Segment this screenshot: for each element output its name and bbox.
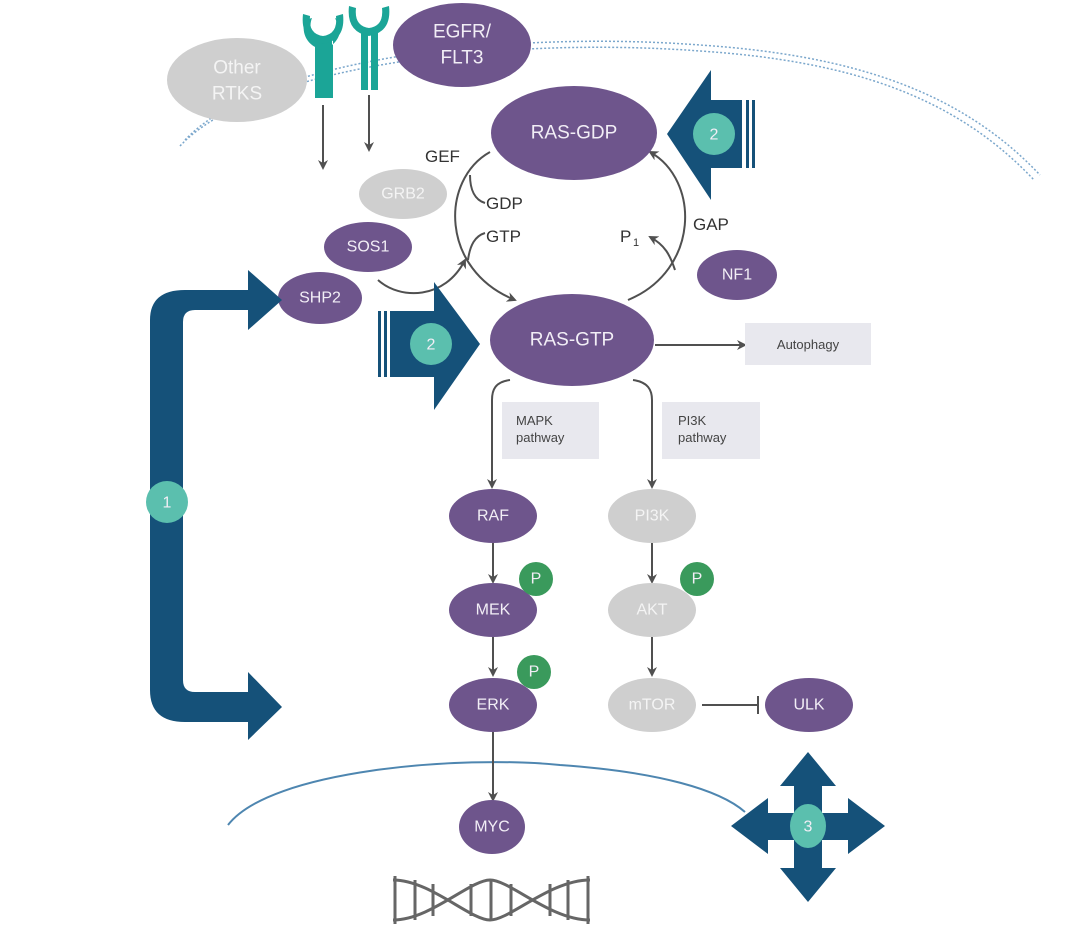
node-other-rtks-label-2: RTKS xyxy=(212,84,262,105)
node-myc: MYC xyxy=(459,800,525,854)
node-other-rtks: Other RTKS xyxy=(167,38,307,122)
phospho-badge-akt: P xyxy=(680,562,714,596)
node-sos1: SOS1 xyxy=(324,222,412,272)
phospho-badge-label: P xyxy=(529,664,540,681)
box-mapk-label-2: pathway xyxy=(516,430,565,445)
node-mtor-label: mTOR xyxy=(629,697,676,714)
ras-cycle-arrows xyxy=(377,151,687,302)
nuclear-membrane xyxy=(227,761,746,826)
box-mapk-label-1: MAPK xyxy=(516,413,553,428)
cell-membrane xyxy=(179,40,1041,181)
box-pi3k-pathway: PI3K pathway xyxy=(662,402,760,459)
node-nf1-label: NF1 xyxy=(722,267,752,284)
box-mapk-pathway: MAPK pathway xyxy=(502,402,599,459)
label-gdp: GDP xyxy=(486,194,523,213)
node-nf1: NF1 xyxy=(697,250,777,300)
node-mtor: mTOR xyxy=(608,678,696,732)
label-gef: GEF xyxy=(425,147,460,166)
node-ras-gdp: RAS-GDP xyxy=(491,86,657,180)
phospho-badge-erk: P xyxy=(517,655,551,689)
receptor-icon xyxy=(302,14,344,98)
node-shp2: SHP2 xyxy=(278,272,362,324)
badge-2-mid-label: 2 xyxy=(427,337,436,354)
node-erk: ERK xyxy=(449,678,537,732)
node-mek-label: MEK xyxy=(476,602,511,619)
node-raf: RAF xyxy=(449,489,537,543)
receptor-icon xyxy=(348,6,390,90)
label-gap: GAP xyxy=(693,215,729,234)
node-akt: AKT xyxy=(608,583,696,637)
node-ulk-label: ULK xyxy=(793,697,824,714)
box-autophagy-label: Autophagy xyxy=(777,337,840,352)
dna-icon xyxy=(392,876,591,924)
node-ras-gtp: RAS-GTP xyxy=(490,294,654,386)
box-pi3k-label-1: PI3K xyxy=(678,413,707,428)
badge-1-label: 1 xyxy=(163,495,172,512)
node-erk-label: ERK xyxy=(477,697,510,714)
node-sos1-label: SOS1 xyxy=(347,239,390,256)
node-ras-gtp-label: RAS-GTP xyxy=(530,330,614,351)
label-pi: P xyxy=(620,227,631,246)
node-ulk: ULK xyxy=(765,678,853,732)
node-raf-label: RAF xyxy=(477,508,509,525)
badge-3-label: 3 xyxy=(804,819,813,836)
badge-2-mid: 2 xyxy=(410,323,452,365)
node-egfr-label-1: EGFR/ xyxy=(433,22,492,43)
node-grb2-label: GRB2 xyxy=(381,186,425,203)
node-egfr-label-2: FLT3 xyxy=(441,48,484,69)
phospho-badge-label: P xyxy=(531,571,542,588)
node-mek: MEK xyxy=(449,583,537,637)
box-pi3k-label-2: pathway xyxy=(678,430,727,445)
node-shp2-label: SHP2 xyxy=(299,290,341,307)
node-myc-label: MYC xyxy=(474,819,510,836)
node-egfr-flt3: EGFR/ FLT3 xyxy=(393,3,531,87)
node-pi3k: PI3K xyxy=(608,489,696,543)
badge-2-top: 2 xyxy=(693,113,735,155)
phospho-badge-mek: P xyxy=(519,562,553,596)
node-other-rtks-label-1: Other xyxy=(213,58,261,79)
badge-1: 1 xyxy=(146,481,188,523)
label-pi-subscript: 1 xyxy=(633,237,639,249)
node-grb2: GRB2 xyxy=(359,169,447,219)
inhibition-arrow xyxy=(702,696,759,714)
box-autophagy: Autophagy xyxy=(745,323,871,365)
phospho-badge-label: P xyxy=(692,571,703,588)
label-gtp: GTP xyxy=(486,227,521,246)
badge-2-top-label: 2 xyxy=(710,127,719,144)
node-pi3k-label: PI3K xyxy=(635,508,670,525)
feedback-arrow-1 xyxy=(150,270,282,740)
badge-3: 3 xyxy=(790,804,826,848)
node-akt-label: AKT xyxy=(636,602,667,619)
node-ras-gdp-label: RAS-GDP xyxy=(531,123,618,144)
